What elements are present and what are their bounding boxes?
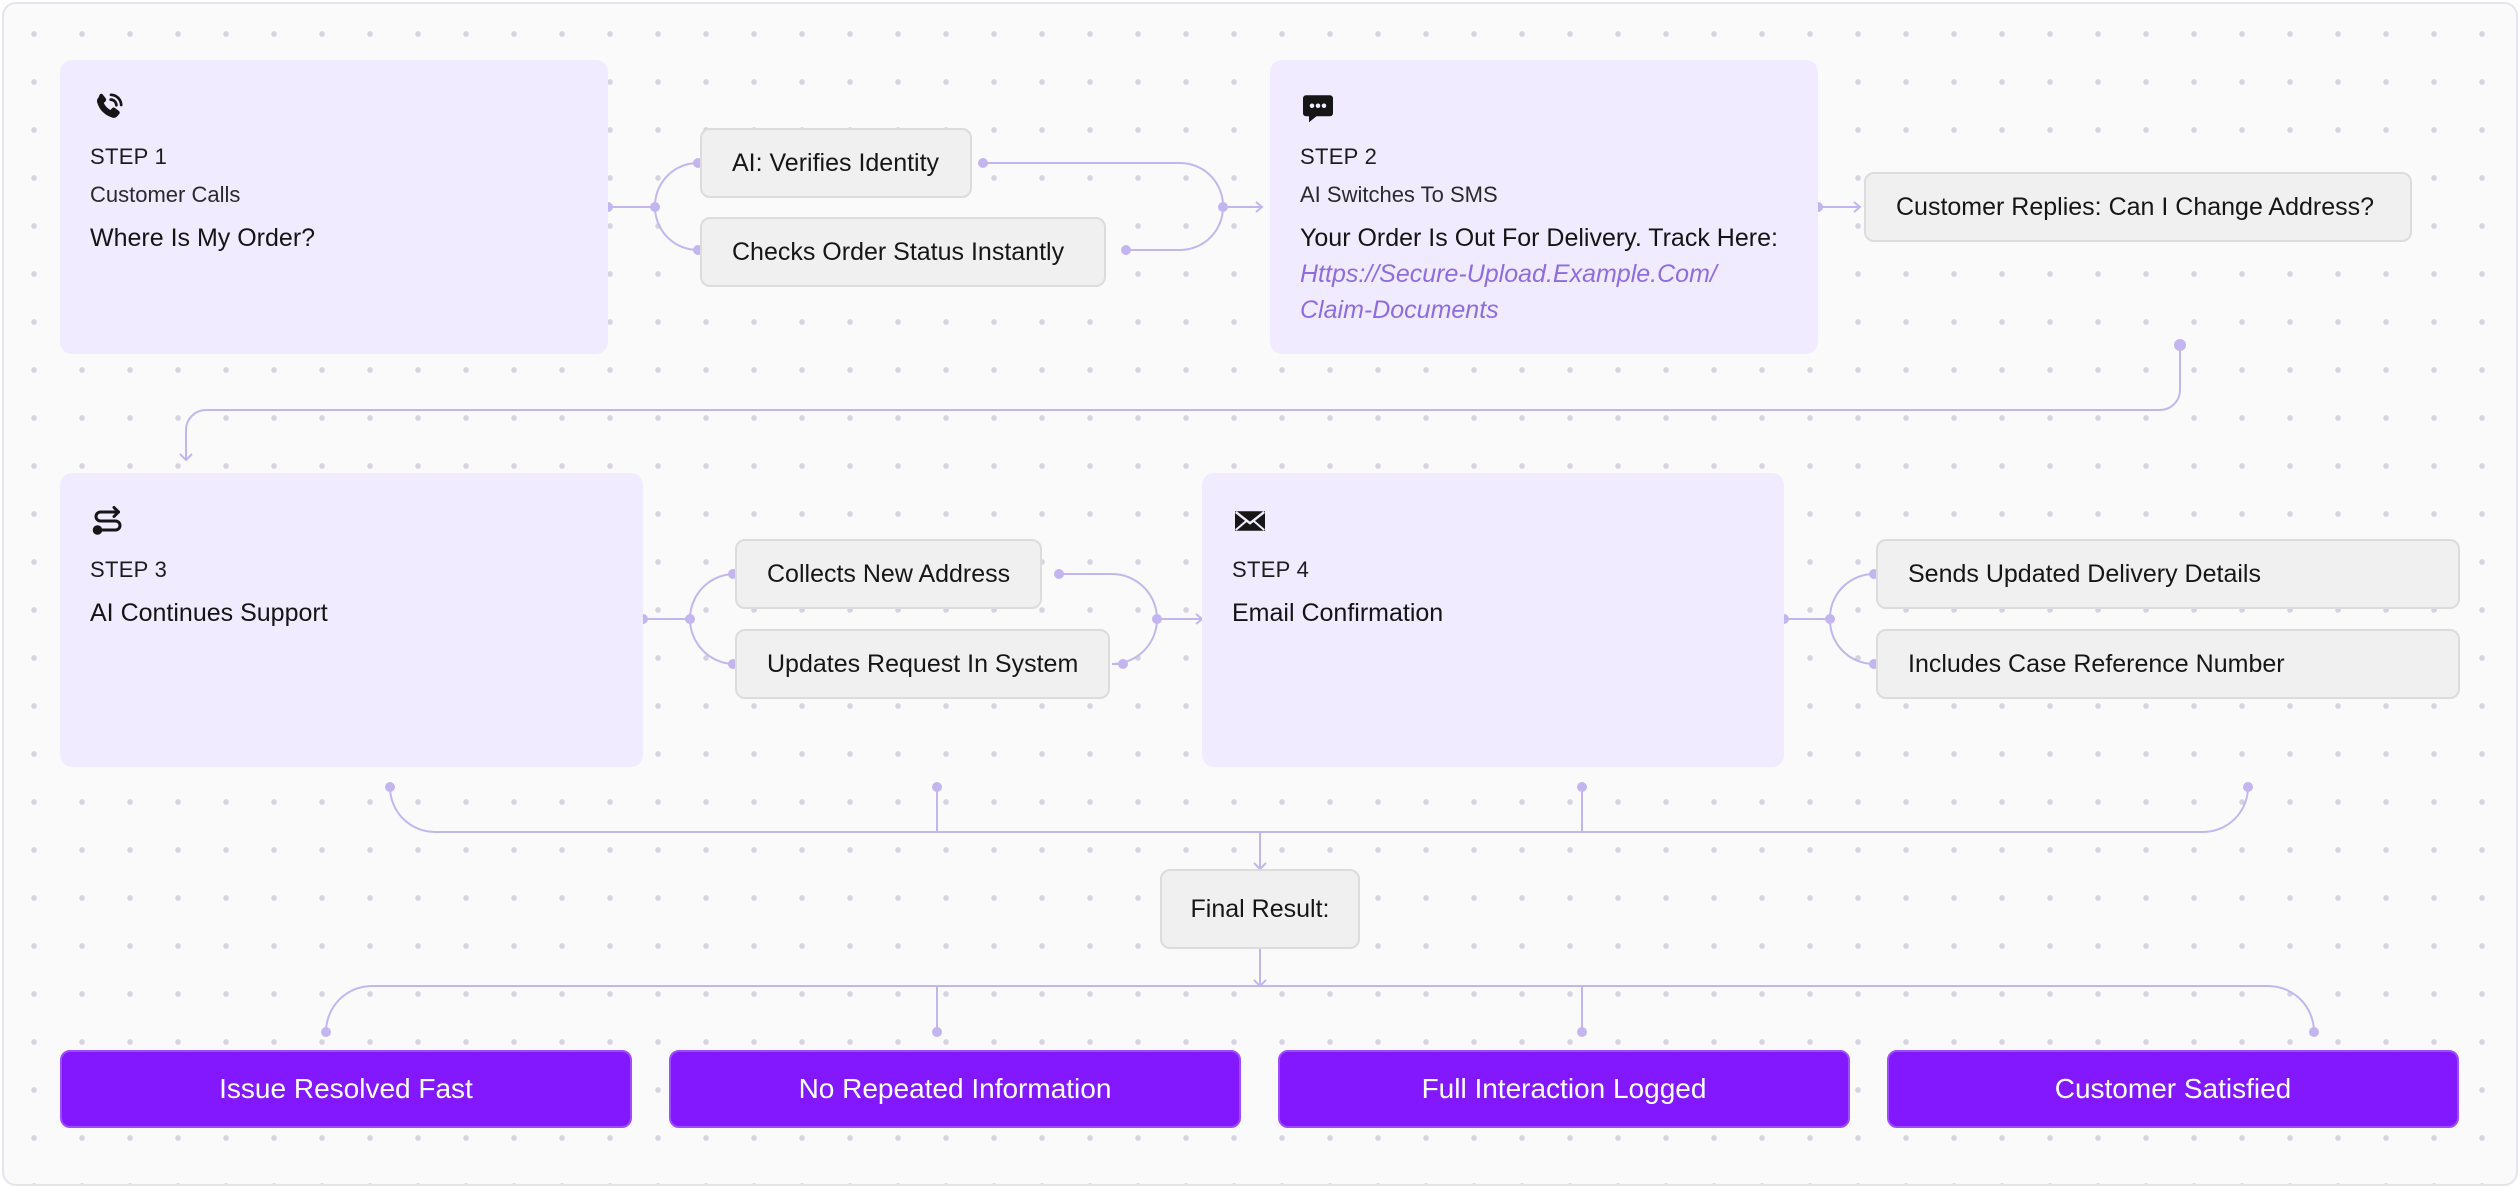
- branch-check-order-status: Checks Order Status Instantly: [700, 217, 1106, 287]
- step3-title: AI Continues Support: [90, 599, 328, 627]
- phone-icon: [96, 93, 123, 118]
- step2-subtitle: AI Switches To SMS: [1300, 182, 1498, 207]
- step3-label: STEP 3: [90, 557, 168, 582]
- step3-card: STEP 3 AI Continues Support: [60, 473, 643, 767]
- step1-subtitle: Customer Calls: [90, 182, 241, 207]
- tracking-link[interactable]: Https://Secure-Upload.Example.Com/Claim-…: [1300, 256, 1788, 328]
- step1-label: STEP 1: [90, 144, 168, 169]
- tracking-link-line1[interactable]: Https://Secure-Upload.Example.Com/: [1300, 260, 1717, 288]
- route-icon: [92, 506, 122, 535]
- outcome-no-repeated-info: No Repeated Information: [669, 1050, 1241, 1128]
- branch-send-delivery-details: Sends Updated Delivery Details: [1876, 539, 2460, 609]
- final-result-box: Final Result:: [1160, 869, 1360, 949]
- outcome-issue-resolved: Issue Resolved Fast: [60, 1050, 632, 1128]
- step4-title: Email Confirmation: [1232, 599, 1444, 627]
- step4-card: STEP 4 Email Confirmation: [1202, 473, 1784, 767]
- envelope-icon: [1235, 511, 1265, 531]
- branch-update-request: Updates Request In System: [735, 629, 1110, 699]
- customer-reply-box: Customer Replies: Can I Change Address?: [1864, 172, 2412, 242]
- step1-card: STEP 1 Customer Calls Where Is My Order?: [60, 60, 608, 354]
- outcome-interaction-logged: Full Interaction Logged: [1278, 1050, 1850, 1128]
- tracking-link-line2[interactable]: Claim-Documents: [1300, 296, 1499, 324]
- branch-collect-address: Collects New Address: [735, 539, 1042, 609]
- branch-verify-identity: AI: Verifies Identity: [700, 128, 972, 198]
- step2-title: Your Order Is Out For Delivery. Track He…: [1300, 224, 1778, 252]
- branch-case-reference: Includes Case Reference Number: [1876, 629, 2460, 699]
- step2-card: STEP 2 AI Switches To SMS Your Order Is …: [1270, 60, 1818, 354]
- step4-label: STEP 4: [1232, 557, 1310, 582]
- chat-bubble-icon: [1303, 95, 1333, 123]
- step2-label: STEP 2: [1300, 144, 1378, 169]
- step1-title: Where Is My Order?: [90, 224, 316, 252]
- outcome-customer-satisfied: Customer Satisfied: [1887, 1050, 2459, 1128]
